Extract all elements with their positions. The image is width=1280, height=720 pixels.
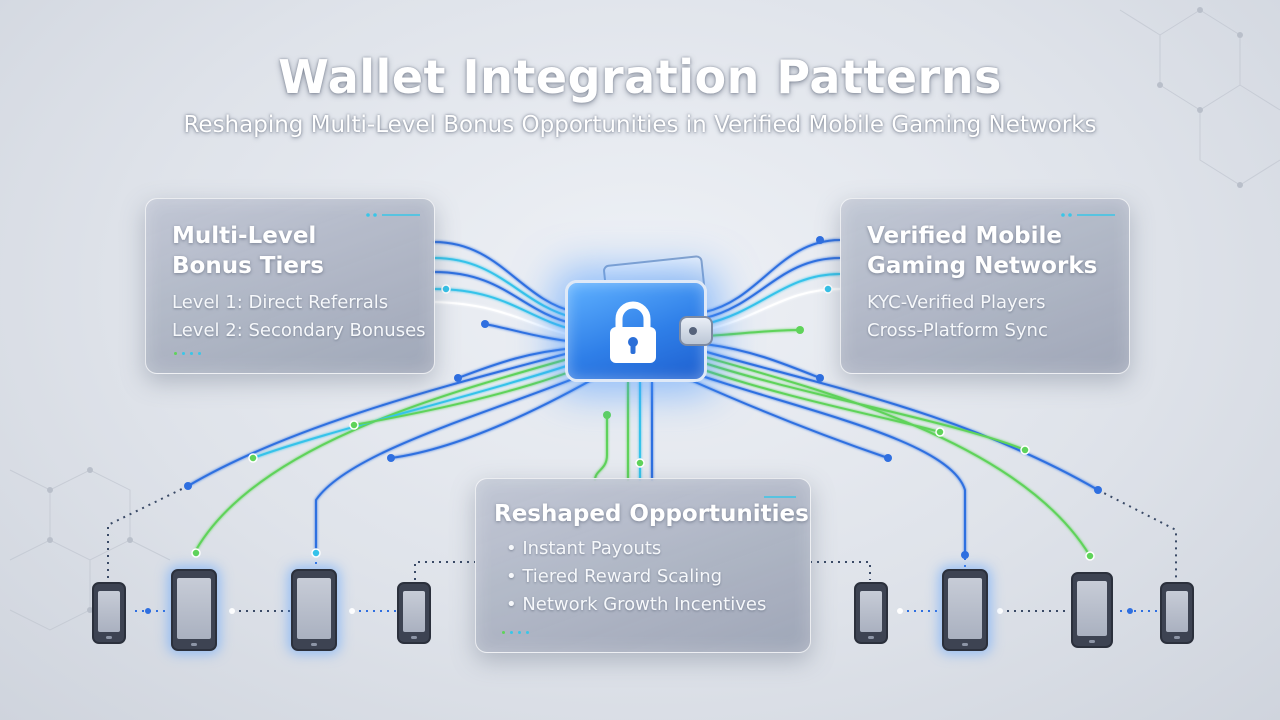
connector-node: [145, 608, 151, 614]
connector-node: [1127, 608, 1133, 614]
verified-networks-heading-line1: Verified Mobile: [867, 223, 1063, 249]
connector-node: [961, 551, 969, 559]
connector-node: [603, 411, 611, 419]
connector-line: [694, 359, 1026, 451]
padlock-icon: [610, 301, 656, 363]
connector-node: [387, 454, 395, 462]
connector-line: [433, 241, 576, 313]
dotted-link: [107, 485, 189, 580]
page-title: Wallet Integration Patterns: [278, 50, 1002, 104]
connector-node: [635, 458, 645, 468]
connector-node: [884, 454, 892, 462]
connector-node: [1020, 445, 1030, 455]
connector-line: [433, 288, 576, 331]
verified-networks-heading-line2: Gaming Networks: [867, 253, 1098, 279]
connector-node: [1085, 551, 1095, 561]
connector-node: [796, 326, 804, 334]
connector-line: [457, 347, 576, 379]
bonus-tier-item: Level 1: Direct Referrals: [172, 292, 389, 313]
smartphone-icon: [291, 569, 337, 651]
smartphone-icon: [942, 569, 988, 651]
connector-node: [816, 236, 824, 244]
smartphone-icon: [1160, 582, 1194, 644]
connector-node: [935, 427, 945, 437]
bonus-tiers-heading-line2: Bonus Tiers: [172, 253, 324, 279]
connector-line: [704, 273, 841, 325]
connector-line: [685, 377, 889, 459]
connector-node: [997, 608, 1003, 614]
connector-line: [433, 271, 576, 325]
connector-node: [823, 284, 833, 294]
dotted-link: [1097, 489, 1177, 580]
bonus-tiers-heading-line1: Multi-Level: [172, 223, 317, 249]
reshaped-opportunities-card: Reshaped Opportunities • Instant Payouts…: [475, 478, 811, 653]
smartphone-icon: [854, 582, 888, 644]
card-corner-accent: [1061, 213, 1115, 217]
verified-networks-card: Verified Mobile Gaming Networks KYC-Veri…: [840, 198, 1130, 374]
connector-line: [691, 365, 941, 433]
connector-node: [229, 608, 235, 614]
connector-line: [252, 359, 586, 459]
connector-node: [454, 374, 462, 382]
connector-line: [315, 371, 591, 553]
card-dot-accent: [502, 631, 529, 634]
connector-node: [184, 482, 192, 490]
connector-line: [195, 354, 583, 551]
connector-line: [704, 343, 821, 379]
smartphone-icon: [1071, 572, 1113, 648]
verified-network-item: Cross-Platform Sync: [867, 320, 1048, 341]
card-corner-accent: [366, 213, 420, 217]
smartphone-icon: [92, 582, 126, 644]
connector-line: [704, 329, 801, 337]
connector-node: [349, 420, 359, 430]
bonus-tiers-card: Multi-Level Bonus Tiers Level 1: Direct …: [145, 198, 435, 374]
connector-line: [594, 414, 608, 481]
connector-node: [349, 608, 355, 614]
wallet-lock-icon: [565, 254, 713, 382]
smartphone-icon: [171, 569, 217, 651]
smartphone-icon: [397, 582, 431, 644]
dotted-link: [810, 561, 871, 580]
connector-line: [704, 257, 841, 319]
card-dot-accent: [174, 352, 201, 355]
connector-node: [1094, 486, 1102, 494]
connector-node: [816, 374, 824, 382]
connector-node: [897, 608, 903, 614]
connector-line: [433, 301, 576, 337]
reshaped-item: • Instant Payouts: [506, 538, 662, 559]
connector-node: [311, 548, 321, 558]
connector-node: [481, 320, 489, 328]
page-subtitle: Reshaping Multi-Level Bonus Opportunitie…: [183, 112, 1097, 138]
bonus-tier-item: Level 2: Secondary Bonuses: [172, 320, 426, 341]
connector-line: [484, 323, 576, 343]
reshaped-heading: Reshaped Opportunities: [494, 501, 809, 527]
connector-line: [433, 257, 576, 319]
wallet-clasp: [679, 316, 713, 346]
reshaped-item: • Network Growth Incentives: [506, 594, 767, 615]
card-corner-accent: [764, 496, 796, 498]
reshaped-item: • Tiered Reward Scaling: [506, 566, 723, 587]
connector-line: [390, 377, 596, 459]
connector-node: [191, 548, 201, 558]
connector-line: [699, 349, 1099, 491]
connector-node: [441, 284, 451, 294]
connector-line: [187, 349, 581, 487]
connector-node: [248, 453, 258, 463]
verified-network-item: KYC-Verified Players: [867, 292, 1046, 313]
connector-line: [704, 288, 841, 331]
dotted-link: [414, 561, 475, 580]
connector-line: [353, 364, 589, 426]
connector-line: [689, 371, 966, 556]
